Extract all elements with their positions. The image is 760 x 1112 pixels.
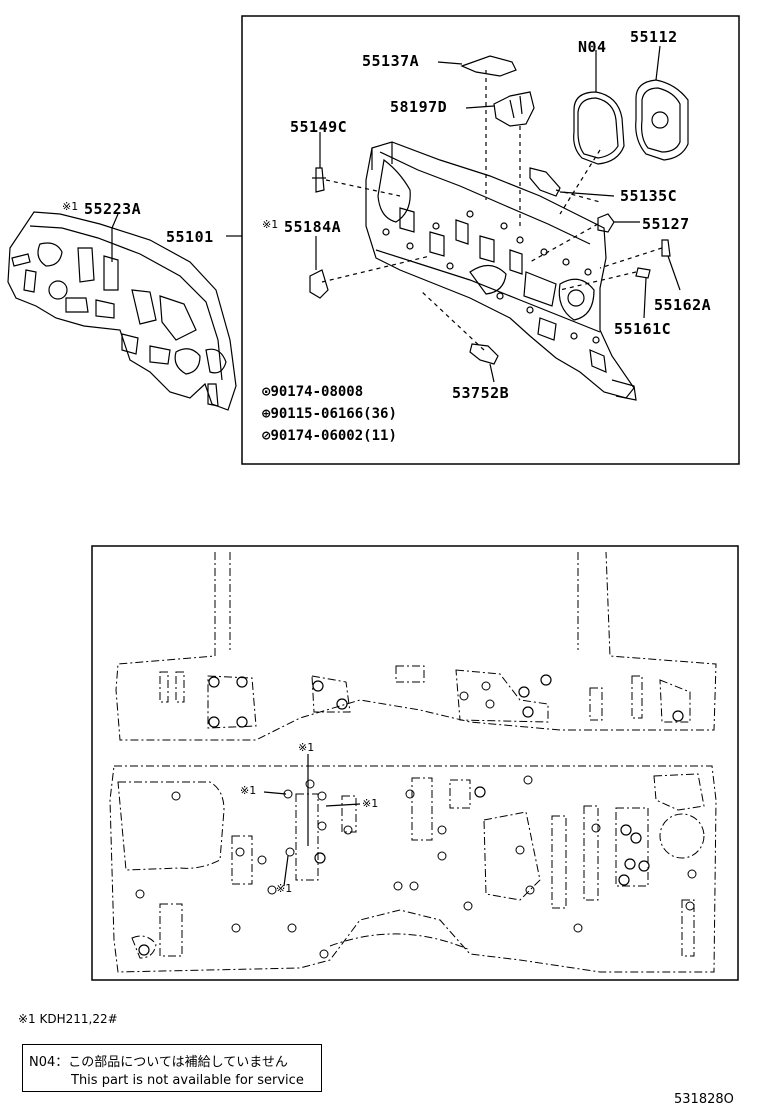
clip-55184A [309,269,329,299]
cover-55112 [635,79,689,161]
clip-55127 [597,213,615,233]
asterisk-marker: ※1 [298,741,315,754]
label-58197D[interactable]: 58197D [390,98,448,116]
bracket-53752B [469,343,499,365]
footnote: ※1 KDH211,22# [18,1012,118,1026]
label-55223A[interactable]: 55223A [84,200,142,218]
diagram-id: 531828O [674,1092,734,1107]
asterisk-marker: ※1 [362,797,379,810]
label-55149C[interactable]: 55149C [290,118,348,136]
label-55135C[interactable]: 55135C [620,187,678,205]
clip-55135C [529,167,561,197]
asterisk-marker: ※1 [240,784,257,797]
fastener-number: 90174-08008 [270,384,364,400]
fastener-row[interactable]: ⊙90174-08008 [262,384,363,400]
upper-frame [241,15,740,465]
bracket-55137A [460,55,517,77]
bolt-symbol-icon: ⊕ [262,406,271,422]
seal-N04 [573,91,625,165]
label-55127[interactable]: 55127 [642,215,690,233]
label-55101[interactable]: 55101 [166,228,214,246]
bolt-symbol-icon: ⊘ [262,428,271,444]
lower-frame [91,545,739,981]
bolt-symbols [135,674,697,959]
label-55162A[interactable]: 55162A [654,296,712,314]
label-55184A[interactable]: 55184A [284,218,342,236]
note-english: This part is not available for service [71,1073,304,1088]
label-55223A-mark: ※1 [62,200,79,213]
label-55161C[interactable]: 55161C [614,320,672,338]
clip-55149C [315,167,325,193]
fastener-row[interactable]: ⊕90115-06166(36) [262,406,397,422]
fastener-number: 90115-06166(36) [270,406,397,422]
fastener-number: 90174-06002(11) [270,428,397,444]
elevation-view [109,551,717,973]
bolt-symbol-icon: ⊙ [262,384,271,400]
dash-panel-drawing [365,141,637,401]
clip-55162A [661,239,671,257]
bracket-58197D [493,91,535,127]
label-N04[interactable]: N04 [578,38,607,56]
label-55184A-mark: ※1 [262,218,279,231]
availability-note: N04：この部品については補給していません This part is not a… [22,1044,322,1092]
fastener-row[interactable]: ⊘90174-06002(11) [262,428,397,444]
insulator-pad-drawing [7,211,237,411]
assembly-leaders [321,70,663,351]
label-53752B[interactable]: 53752B [452,384,510,402]
note-japanese: N04：この部品については補給していません [29,1055,288,1070]
clip-55161C [635,267,651,279]
label-55137A[interactable]: 55137A [362,52,420,70]
asterisk-marker: ※1 [276,882,293,895]
label-55112[interactable]: 55112 [630,28,678,46]
